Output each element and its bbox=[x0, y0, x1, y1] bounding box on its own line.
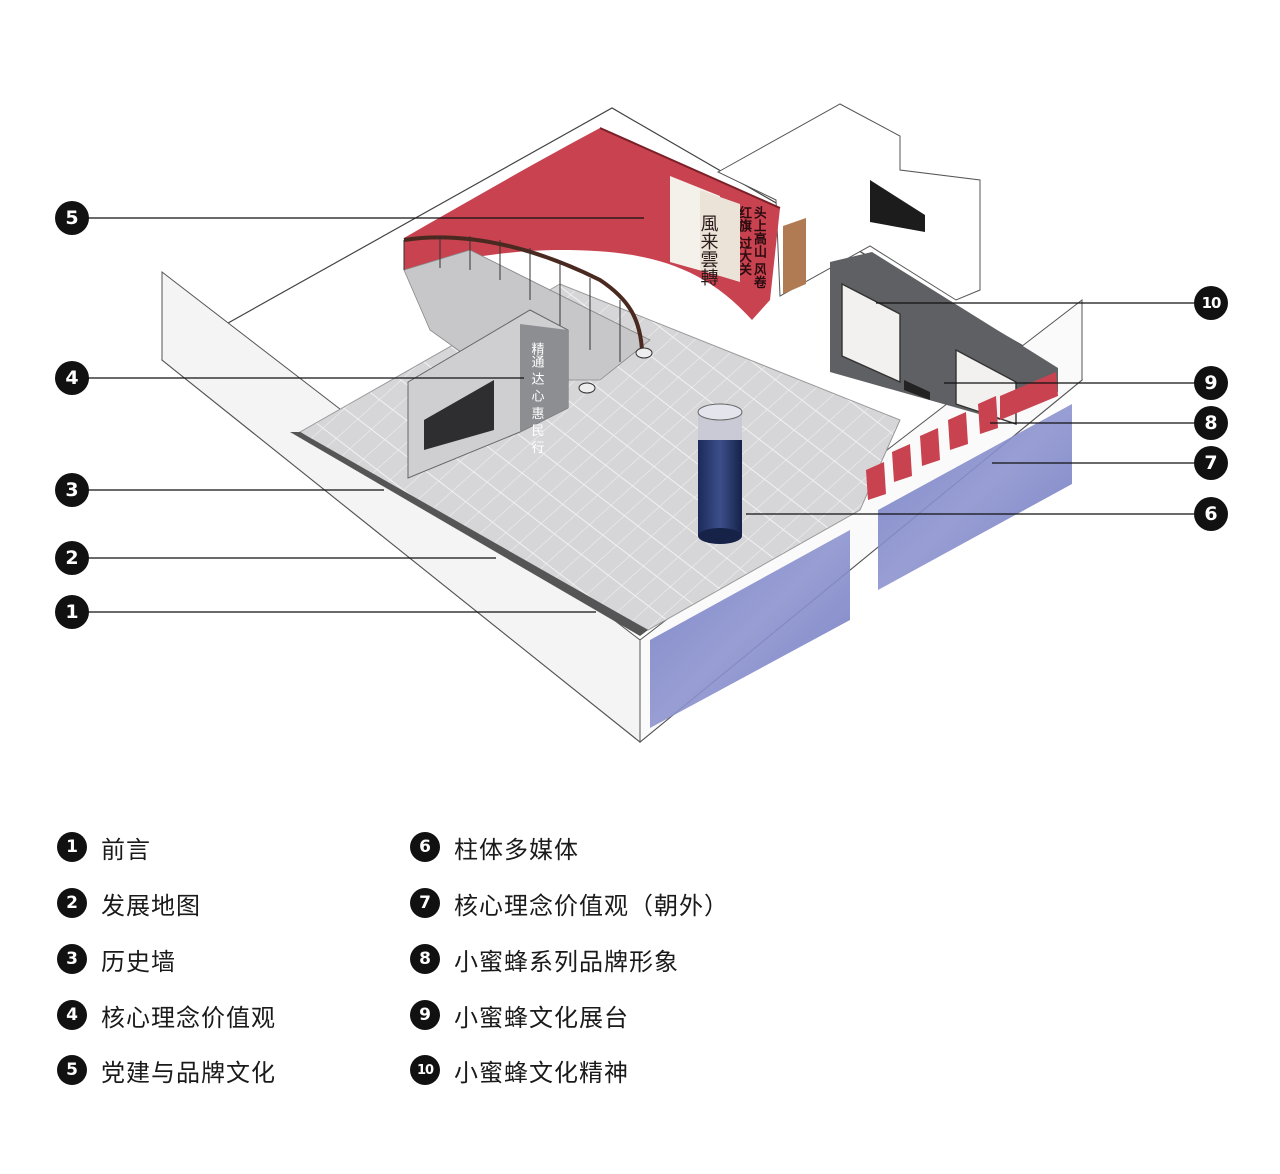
marker-1: 1 bbox=[55, 595, 89, 629]
marker-7: 7 bbox=[1194, 446, 1228, 480]
legend-label-2: 发展地图 bbox=[101, 891, 201, 920]
core-values-panel: 精通 达 心 惠 民 行 bbox=[407, 309, 569, 479]
red-wall-slogan: 头上高山 风卷红旗 过大关 bbox=[740, 206, 766, 289]
exhibition-hall-axonometric: 風来雲轉 精通 达 心 惠 民 行 bbox=[55, 103, 1228, 744]
floor-strip bbox=[290, 432, 648, 636]
legend-label-5: 党建与品牌文化 bbox=[101, 1058, 276, 1087]
glass-wall-right bbox=[878, 404, 1072, 590]
glass-wall-front bbox=[650, 530, 850, 728]
marker-3: 3 bbox=[55, 473, 89, 507]
legend-item-5: 5 党建与品牌文化 bbox=[57, 1053, 276, 1087]
legend-label-8: 小蜜蜂系列品牌形象 bbox=[454, 947, 679, 976]
leader-lines bbox=[88, 217, 1194, 613]
hall-drawing: 風来雲轉 精通 达 心 惠 民 行 bbox=[88, 103, 1194, 744]
legend-item-6: 6 柱体多媒体 bbox=[410, 830, 579, 864]
marker-10: 10 bbox=[1194, 286, 1228, 320]
marker-6: 6 bbox=[1194, 497, 1228, 531]
marker-9: 9 bbox=[1194, 366, 1228, 400]
legend-item-8: 8 小蜜蜂系列品牌形象 bbox=[410, 942, 679, 976]
marker-4: 4 bbox=[55, 361, 89, 395]
legend-item-7: 7 核心理念价值观（朝外） bbox=[410, 886, 729, 920]
legend-num-1: 1 bbox=[57, 832, 87, 862]
multimedia-column bbox=[697, 403, 743, 544]
back-room bbox=[716, 103, 981, 301]
legend-item-2: 2 发展地图 bbox=[57, 886, 201, 920]
legend-label-1: 前言 bbox=[101, 835, 151, 864]
legend-num-3: 3 bbox=[57, 944, 87, 974]
legend-item-1: 1 前言 bbox=[57, 830, 151, 864]
marker-5: 5 bbox=[55, 201, 89, 235]
legend-num-10: 10 bbox=[410, 1055, 440, 1085]
legend-num-5: 5 bbox=[57, 1055, 87, 1085]
legend-num-7: 7 bbox=[410, 888, 440, 918]
legend-num-8: 8 bbox=[410, 944, 440, 974]
legend-item-10: 10 小蜜蜂文化精神 bbox=[410, 1053, 629, 1087]
brand-kiosks bbox=[866, 372, 1058, 500]
legend-num-9: 9 bbox=[410, 1000, 440, 1030]
legend-num-4: 4 bbox=[57, 1000, 87, 1030]
legend-label-6: 柱体多媒体 bbox=[454, 835, 579, 864]
core-values-text: 精通 达 心 惠 民 行 bbox=[529, 342, 545, 455]
legend-item-4: 4 核心理念价值观 bbox=[57, 998, 276, 1032]
legend-item-9: 9 小蜜蜂文化展台 bbox=[410, 998, 629, 1032]
legend-label-9: 小蜜蜂文化展台 bbox=[454, 1003, 629, 1032]
red-brand-wall: 風来雲轉 bbox=[404, 127, 781, 320]
legend-label-3: 历史墙 bbox=[101, 947, 176, 976]
legend-label-7: 核心理念价值观（朝外） bbox=[454, 891, 729, 920]
legend-num-6: 6 bbox=[410, 832, 440, 862]
marker-2: 2 bbox=[55, 541, 89, 575]
legend-label-10: 小蜜蜂文化精神 bbox=[454, 1058, 629, 1087]
legend-label-4: 核心理念价值观 bbox=[101, 1003, 276, 1032]
legend-num-2: 2 bbox=[57, 888, 87, 918]
marker-8: 8 bbox=[1194, 406, 1228, 440]
calligraphy-text: 風来雲轉 bbox=[698, 214, 719, 286]
legend-item-3: 3 历史墙 bbox=[57, 942, 176, 976]
